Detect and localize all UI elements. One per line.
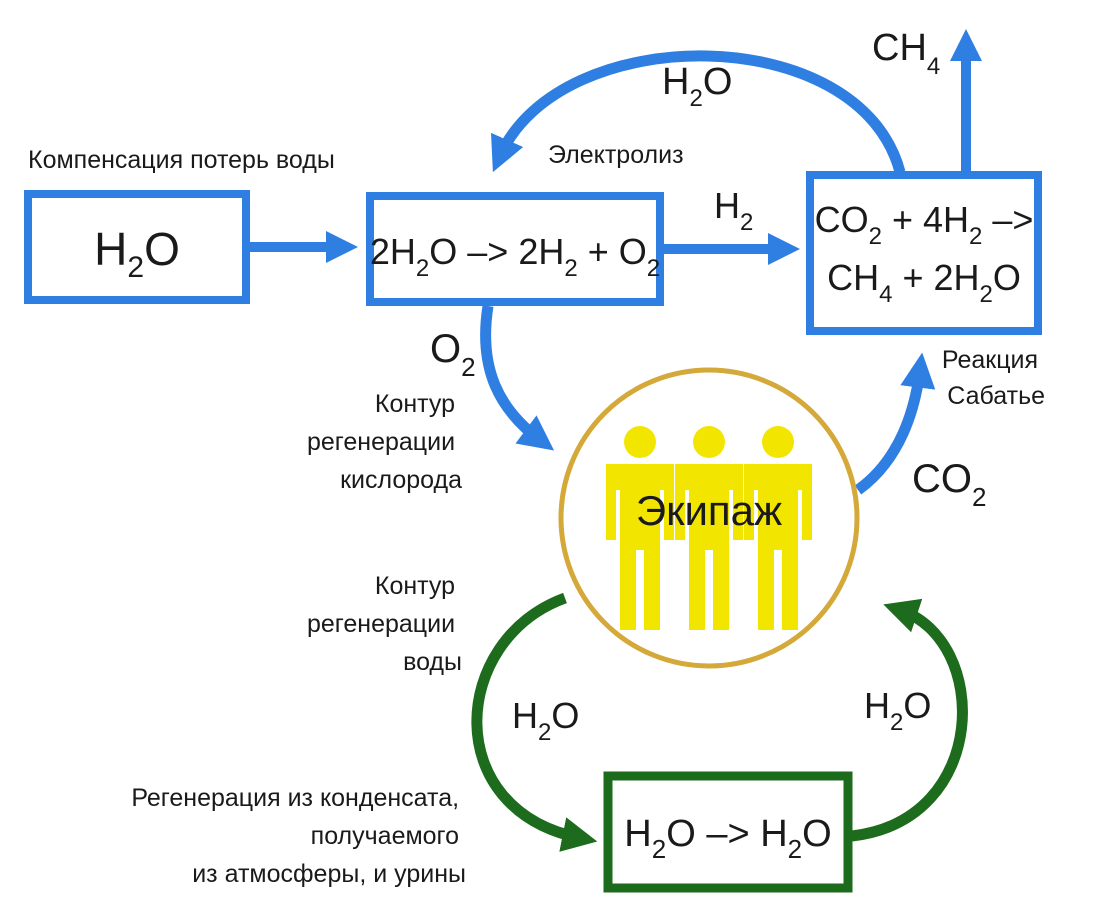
formula-part: 2 — [869, 223, 882, 250]
formula-part: 2 — [416, 255, 429, 282]
formula-part: + O — [578, 231, 647, 272]
condensate-box — [603, 771, 853, 893]
sabatier-formula-line2: CH4 + 2H2O — [827, 257, 1021, 308]
electrolysis-label: Электролиз — [548, 141, 684, 169]
h2o-left-label: H2O — [512, 695, 579, 746]
formula-part: CO — [815, 199, 869, 240]
formula-part: 4 — [879, 281, 892, 308]
formula-part: + 4H — [882, 199, 969, 240]
oxygen-loop-label: Контур регенерации кислорода — [307, 390, 462, 494]
formula-part: O — [993, 257, 1021, 298]
crew-label: Экипаж — [636, 487, 782, 534]
source-water-formula: H2O — [94, 223, 180, 284]
water-loop-label: Контур регенерации воды — [307, 572, 462, 676]
formula-part: 2 — [980, 281, 993, 308]
co2-label: CO2 — [912, 457, 986, 512]
sabatier-formula-line1: CO2 + 4H2 –> — [815, 199, 1034, 250]
formula-part: 2 — [647, 255, 660, 282]
arrow-condensate-to-crew — [851, 598, 968, 842]
formula-part: O –> H — [666, 813, 787, 855]
formula-part: O –> 2H — [429, 231, 564, 272]
o2-label: O2 — [430, 327, 476, 382]
sabatier-reaction-label: Реакция Сабатье — [942, 346, 1045, 410]
arrow-co2-to-sabatier — [854, 352, 936, 495]
h2o-right-label: H2O — [864, 685, 931, 736]
condensate-note-label: Регенерация из конденсата, получаемого и… — [131, 784, 466, 888]
arrow-crew-to-condensate — [471, 592, 598, 852]
h2o-top-label: H2O — [662, 61, 732, 112]
water-loss-label: Компенсация потерь воды — [28, 146, 335, 174]
h2-label: H2 — [714, 185, 753, 236]
formula-part: H — [624, 813, 651, 855]
formula-part: 2 — [564, 255, 577, 282]
formula-part: 2 — [969, 223, 982, 250]
arrow-water-return-arc — [491, 50, 906, 174]
formula-part: O — [802, 813, 832, 855]
formula-part: + 2H — [892, 257, 979, 298]
condensate-formula: H2O –> H2O — [624, 813, 831, 864]
formula-part: 2H — [370, 231, 416, 272]
formula-part: 2 — [788, 834, 802, 864]
formula-part: CH — [827, 257, 879, 298]
formula-part: 2 — [652, 834, 666, 864]
sabatier-box — [806, 171, 1042, 335]
source-water-box — [24, 190, 250, 304]
formula-part: –> — [982, 199, 1033, 240]
arrow-o2-to-crew — [480, 305, 555, 451]
electrolysis-box — [366, 192, 664, 306]
electrolysis-formula: 2H2O –> 2H2 + O2 — [370, 231, 660, 282]
ch4-label: CH4 — [872, 27, 940, 80]
